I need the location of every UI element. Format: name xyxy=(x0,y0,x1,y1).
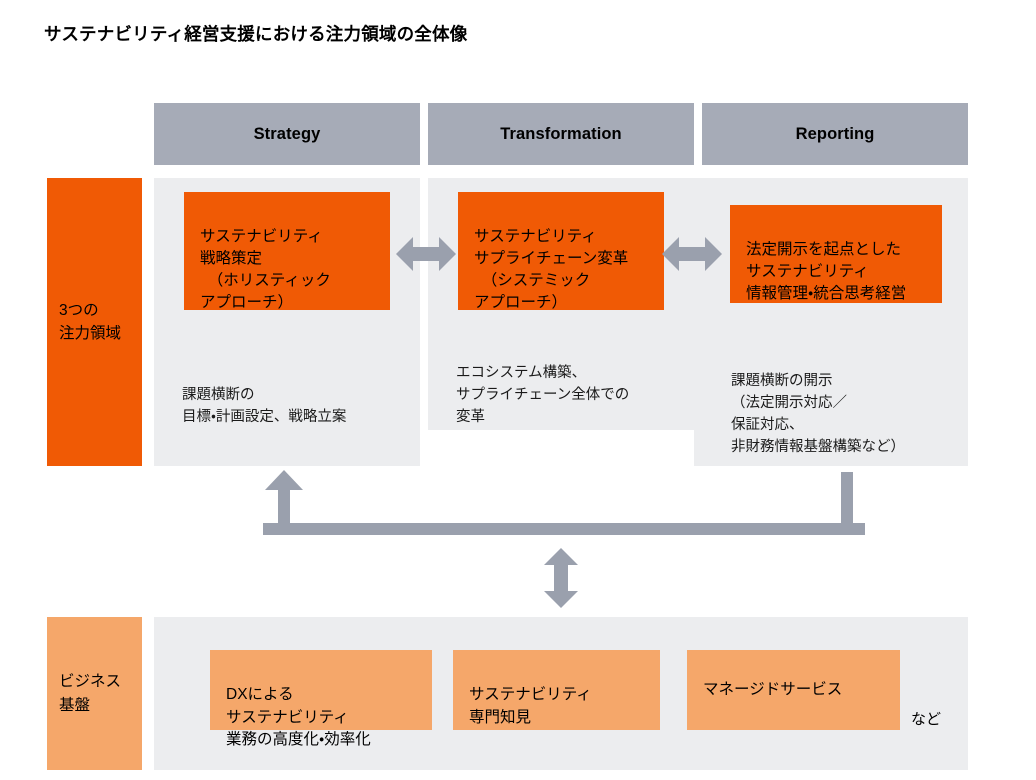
column-header-reporting-label: Reporting xyxy=(795,124,875,143)
foundation-etc-label: など xyxy=(911,708,941,729)
card-transformation-main[interactable]: サステナビリティ サプライチェーン変革 （システミック アプローチ） xyxy=(458,192,664,311)
card-reporting-main-text: 法定開示を起点とした サステナビリティ 情報管理・統合思考経営 xyxy=(746,241,907,302)
card-foundation-dx-text: DXによる サステナビリティ 業務の高度化・効率化 xyxy=(226,686,371,749)
card-strategy-main-text: サステナビリティ 戦略策定 （ホリスティック アプローチ） xyxy=(200,228,331,311)
page-title: サステナビリティ経営支援における注力領域の全体像 xyxy=(44,24,468,44)
row-label-business-base: ビジネス 基盤 xyxy=(47,617,142,770)
card-foundation-managed-service[interactable]: マネージドサービス xyxy=(687,650,900,730)
reporting-to-strategy-loop-arrow xyxy=(255,468,875,548)
column-header-strategy-label: Strategy xyxy=(253,124,321,143)
column-header-transformation[interactable]: Transformation xyxy=(428,103,694,165)
card-strategy-main[interactable]: サステナビリティ 戦略策定 （ホリスティック アプローチ） xyxy=(184,192,390,311)
row-label-focus-areas-text: 3つの 注力領域 xyxy=(59,301,122,342)
card-foundation-managed-service-text: マネージドサービス xyxy=(703,680,843,698)
card-foundation-expertise[interactable]: サステナビリティ 専門知見 xyxy=(453,650,660,730)
caption-strategy: 課題横断の 目標・計画設定、戦略立案 xyxy=(182,362,422,428)
card-transformation-main-text: サステナビリティ サプライチェーン変革 （システミック アプローチ） xyxy=(474,228,629,311)
card-foundation-dx[interactable]: DXによる サステナビリティ 業務の高度化・効率化 xyxy=(210,650,432,748)
column-header-transformation-label: Transformation xyxy=(500,124,622,143)
caption-reporting: 課題横断の開示 （法定開示対応／ 保証対応、 非財務情報基盤構築など） xyxy=(731,348,976,458)
card-foundation-expertise-text: サステナビリティ 専門知見 xyxy=(469,686,592,726)
column-header-reporting[interactable]: Reporting xyxy=(702,103,968,165)
caption-transformation: エコシステム構築、 サプライチェーン全体での 変革 xyxy=(456,340,696,428)
foundation-etc-text: など xyxy=(911,711,942,728)
focus-to-foundation-arrow xyxy=(535,548,587,608)
column-header-strategy[interactable]: Strategy xyxy=(154,103,420,165)
caption-reporting-text: 課題横断の開示 （法定開示対応／ 保証対応、 非財務情報基盤構築など） xyxy=(731,373,905,456)
card-reporting-main[interactable]: 法定開示を起点とした サステナビリティ 情報管理・統合思考経営 xyxy=(730,205,942,303)
caption-strategy-text: 課題横断の 目標・計画設定、戦略立案 xyxy=(182,387,347,426)
row-label-business-base-text: ビジネス 基盤 xyxy=(59,673,122,714)
row-label-focus-areas: 3つの 注力領域 xyxy=(47,178,142,466)
caption-transformation-text: エコシステム構築、 サプライチェーン全体での 変革 xyxy=(456,365,630,426)
